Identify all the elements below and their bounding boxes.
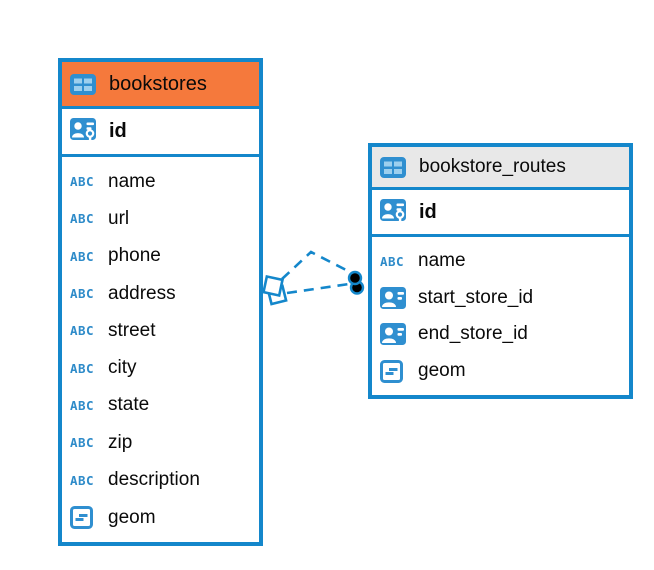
text-type-icon: ABC (70, 360, 95, 376)
column-row-street[interactable]: ABC street (62, 312, 259, 349)
column-row-address[interactable]: ABC address (62, 275, 259, 312)
relationship-line-upper[interactable] (281, 250, 351, 280)
column-row-name[interactable]: ABC name (62, 163, 259, 200)
column-name: city (108, 357, 137, 379)
column-name: geom (108, 506, 156, 528)
column-row-url[interactable]: ABC url (62, 200, 259, 237)
column-row-state[interactable]: ABC state (62, 387, 259, 424)
table-title: bookstore_routes (419, 156, 566, 177)
reference-type-icon (380, 286, 412, 309)
column-name: phone (108, 245, 161, 267)
column-row-start-store-id[interactable]: start_store_id (372, 280, 629, 317)
column-row-city[interactable]: ABC city (62, 349, 259, 386)
column-name: url (108, 207, 130, 229)
column-row-geom[interactable]: geom (62, 499, 259, 537)
column-row-description[interactable]: ABC description (62, 461, 259, 498)
primary-key-icon (380, 198, 412, 226)
column-name: street (108, 319, 156, 341)
geometry-type-icon (380, 359, 412, 383)
text-type-icon: ABC (70, 435, 95, 451)
column-name: geom (418, 360, 466, 382)
primary-key-icon (70, 118, 102, 145)
table-icon (70, 73, 102, 95)
relationship-diamond-marker[interactable] (261, 274, 288, 306)
geometry-type-icon (70, 506, 102, 530)
column-name: state (108, 394, 150, 416)
table-icon (380, 156, 412, 178)
column-name: start_store_id (418, 286, 534, 308)
text-type-icon: ABC (70, 174, 95, 190)
column-name: name (418, 250, 466, 272)
text-type-icon: ABC (70, 211, 95, 227)
column-list: ABC name ABC url ABC phone ABC address A… (62, 157, 259, 542)
table-bookstore-routes[interactable]: bookstore_routes id ABC name (368, 143, 633, 399)
column-name: address (108, 282, 176, 304)
column-row-id[interactable]: id (372, 190, 629, 237)
column-row-zip[interactable]: ABC zip (62, 424, 259, 461)
table-bookstores[interactable]: bookstores id ABC name (58, 58, 263, 546)
column-name: name (108, 170, 156, 192)
column-name: id (109, 120, 127, 142)
table-header-bookstore-routes[interactable]: bookstore_routes (372, 147, 629, 190)
table-header-bookstores[interactable]: bookstores (62, 62, 259, 109)
text-type-icon: ABC (70, 323, 95, 339)
column-row-geom[interactable]: geom (372, 353, 629, 391)
text-type-icon: ABC (70, 472, 95, 488)
column-name: end_store_id (418, 323, 528, 345)
table-title: bookstores (109, 72, 207, 95)
text-type-icon: ABC (70, 397, 95, 413)
column-row-name[interactable]: ABC name (372, 243, 629, 280)
column-row-end-store-id[interactable]: end_store_id (372, 316, 629, 353)
column-row-id[interactable]: id (62, 109, 259, 157)
relationship-dot-marker[interactable] (347, 270, 365, 295)
text-type-icon: ABC (70, 248, 95, 264)
column-row-phone[interactable]: ABC phone (62, 238, 259, 275)
column-name: zip (108, 431, 133, 453)
column-list: ABC name start_store_id (372, 237, 629, 395)
relationship-line-lower[interactable] (286, 282, 350, 295)
text-type-icon: ABC (380, 253, 405, 269)
column-name: description (108, 469, 200, 491)
column-name: id (419, 200, 437, 223)
text-type-icon: ABC (70, 286, 95, 302)
reference-type-icon (380, 323, 412, 346)
